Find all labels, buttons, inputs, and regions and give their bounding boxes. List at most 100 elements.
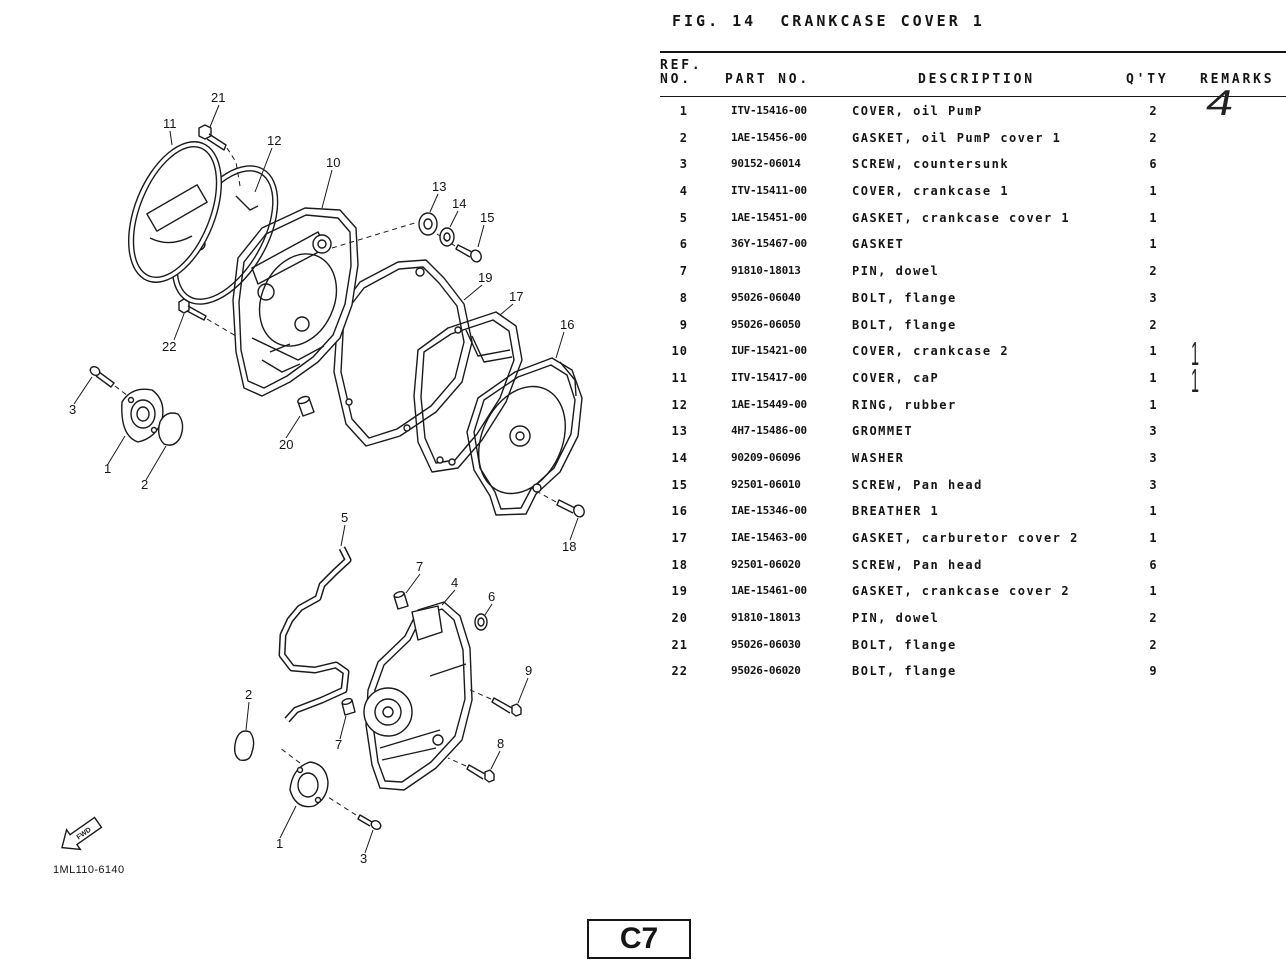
cell-description: BOLT, flange bbox=[852, 290, 957, 305]
parts-row: 9 95026-06050 BOLT, flange 2 bbox=[0, 312, 1286, 339]
cell-description: COVER, caP bbox=[852, 370, 940, 385]
cell-ref: 5 bbox=[679, 210, 688, 225]
cell-qty: 9 bbox=[1149, 664, 1157, 679]
cell-description: GASKET, crankcase cover 2 bbox=[852, 584, 1071, 599]
cell-part-no: 90209-06096 bbox=[731, 450, 801, 464]
parts-row: 1 ITV-15416-00 COVER, oil PumP 2 4 bbox=[0, 82, 1286, 125]
drawing-code: 1ML110-6140 bbox=[53, 864, 125, 876]
callout-7-lower: 7 bbox=[335, 737, 342, 752]
callout-9: 9 bbox=[525, 663, 532, 678]
table-header-rule bbox=[660, 96, 1286, 97]
cell-part-no: 92501-06010 bbox=[731, 477, 801, 491]
cell-ref: 14 bbox=[671, 450, 688, 465]
cell-ref: 8 bbox=[679, 290, 688, 305]
cell-description: WASHER bbox=[852, 450, 905, 465]
cell-part-no: 4H7-15486-00 bbox=[731, 424, 807, 438]
header-ref-line2: NO. bbox=[660, 72, 692, 87]
cell-ref: 6 bbox=[679, 237, 688, 252]
cell-remarks: 4 bbox=[1202, 82, 1238, 123]
forward-arrow-icon: FWD bbox=[61, 816, 103, 851]
callout-4: 4 bbox=[451, 575, 458, 590]
cell-ref: 4 bbox=[679, 184, 688, 199]
cell-ref: 10 bbox=[671, 344, 688, 359]
cell-qty: 2 bbox=[1149, 317, 1157, 332]
part-7-pin-dowel-lower bbox=[341, 697, 356, 716]
part-1-cover-oil-pump bbox=[121, 388, 164, 443]
cell-part-no: 95026-06030 bbox=[731, 637, 801, 651]
callout-5: 5 bbox=[341, 510, 348, 525]
part-6-gasket bbox=[474, 613, 488, 631]
cell-description: GASKET bbox=[852, 237, 905, 252]
exploded-diagram: FWD 21 11 12 10 13 14 15 19 17 16 bbox=[61, 90, 585, 866]
cell-part-no: IAE-15463-00 bbox=[731, 531, 807, 544]
cell-ref: 7 bbox=[679, 264, 688, 279]
figure-title: FIG. 14 CRANKCASE COVER 1 bbox=[672, 12, 985, 30]
parts-table-body: 1 ITV-15416-00 COVER, oil PumP 2 4 2 1AE-15456… bbox=[0, 82, 1286, 685]
cell-qty: 2 bbox=[1149, 104, 1157, 118]
part-21-bolt-flange bbox=[198, 124, 227, 151]
cell-ref: 22 bbox=[671, 664, 688, 679]
cell-ref: 9 bbox=[679, 317, 688, 332]
cell-qty: 1 bbox=[1149, 184, 1157, 199]
cell-description: GROMMET bbox=[852, 424, 914, 439]
callout-13: 13 bbox=[432, 179, 446, 194]
cell-part-no: 95026-06050 bbox=[731, 317, 801, 331]
part-5-gasket-crankcase-cover-1 bbox=[278, 546, 352, 723]
header-description: DESCRIPTION bbox=[918, 72, 1035, 87]
cell-qty: 2 bbox=[1149, 611, 1157, 626]
cell-description: SCREW, Pan head bbox=[852, 477, 983, 492]
callout-12: 12 bbox=[267, 133, 281, 148]
cell-remarks: 1 bbox=[1191, 335, 1200, 374]
callout-11: 11 bbox=[163, 116, 177, 131]
header-part-no: PART NO. bbox=[725, 72, 811, 87]
cell-ref: 1 bbox=[679, 104, 688, 118]
cell-remarks: 1 bbox=[1191, 362, 1200, 401]
header-remarks: REMARKS bbox=[1200, 72, 1275, 87]
callout-6: 6 bbox=[488, 589, 495, 604]
header-qty: Q'TY bbox=[1126, 72, 1169, 87]
cell-part-no: 1AE-15461-00 bbox=[731, 584, 807, 598]
cell-qty: 3 bbox=[1149, 424, 1157, 439]
cell-ref: 18 bbox=[671, 557, 688, 572]
cell-qty: 3 bbox=[1149, 450, 1157, 465]
cell-description: PIN, dowel bbox=[852, 264, 940, 279]
part-11-cover-cap bbox=[127, 141, 223, 283]
cell-qty: 3 bbox=[1149, 290, 1157, 305]
cell-qty: 1 bbox=[1149, 237, 1157, 252]
cell-description: COVER, oil PumP bbox=[852, 104, 983, 118]
part-2-gasket-oil-pump-cover-lower bbox=[233, 730, 255, 762]
cell-description: GASKET, crankcase cover 1 bbox=[852, 210, 1071, 225]
cell-description: RING, rubber bbox=[852, 397, 957, 412]
callout-7: 7 bbox=[416, 559, 423, 574]
callout-8: 8 bbox=[497, 736, 504, 751]
cell-ref: 16 bbox=[671, 504, 688, 519]
parts-row: 14 90209-06096 WASHER 3 bbox=[0, 445, 1286, 472]
cell-part-no: ITV-15416-00 bbox=[731, 104, 807, 117]
cell-description: PIN, dowel bbox=[852, 611, 940, 626]
cell-ref: 11 bbox=[671, 370, 688, 385]
part-10-cover-crankcase-2 bbox=[232, 207, 359, 397]
cell-ref: 17 bbox=[671, 531, 688, 545]
cell-ref: 3 bbox=[679, 157, 688, 172]
cell-part-no: 90152-06014 bbox=[731, 157, 801, 171]
callout-21: 21 bbox=[211, 90, 225, 105]
cell-part-no: 1AE-15456-00 bbox=[731, 130, 807, 144]
cell-description: GASKET, oil PumP cover 1 bbox=[852, 130, 1062, 145]
cell-part-no: 1AE-15451-00 bbox=[731, 210, 807, 224]
cell-description: BOLT, flange bbox=[852, 317, 957, 332]
callout-14: 14 bbox=[452, 196, 466, 211]
page-tag: C7 bbox=[587, 919, 691, 959]
part-19-gasket-crankcase-cover bbox=[333, 259, 473, 447]
callout-18: 18 bbox=[562, 539, 576, 554]
leader-lines bbox=[73, 104, 579, 854]
cell-ref: 12 bbox=[671, 397, 688, 412]
